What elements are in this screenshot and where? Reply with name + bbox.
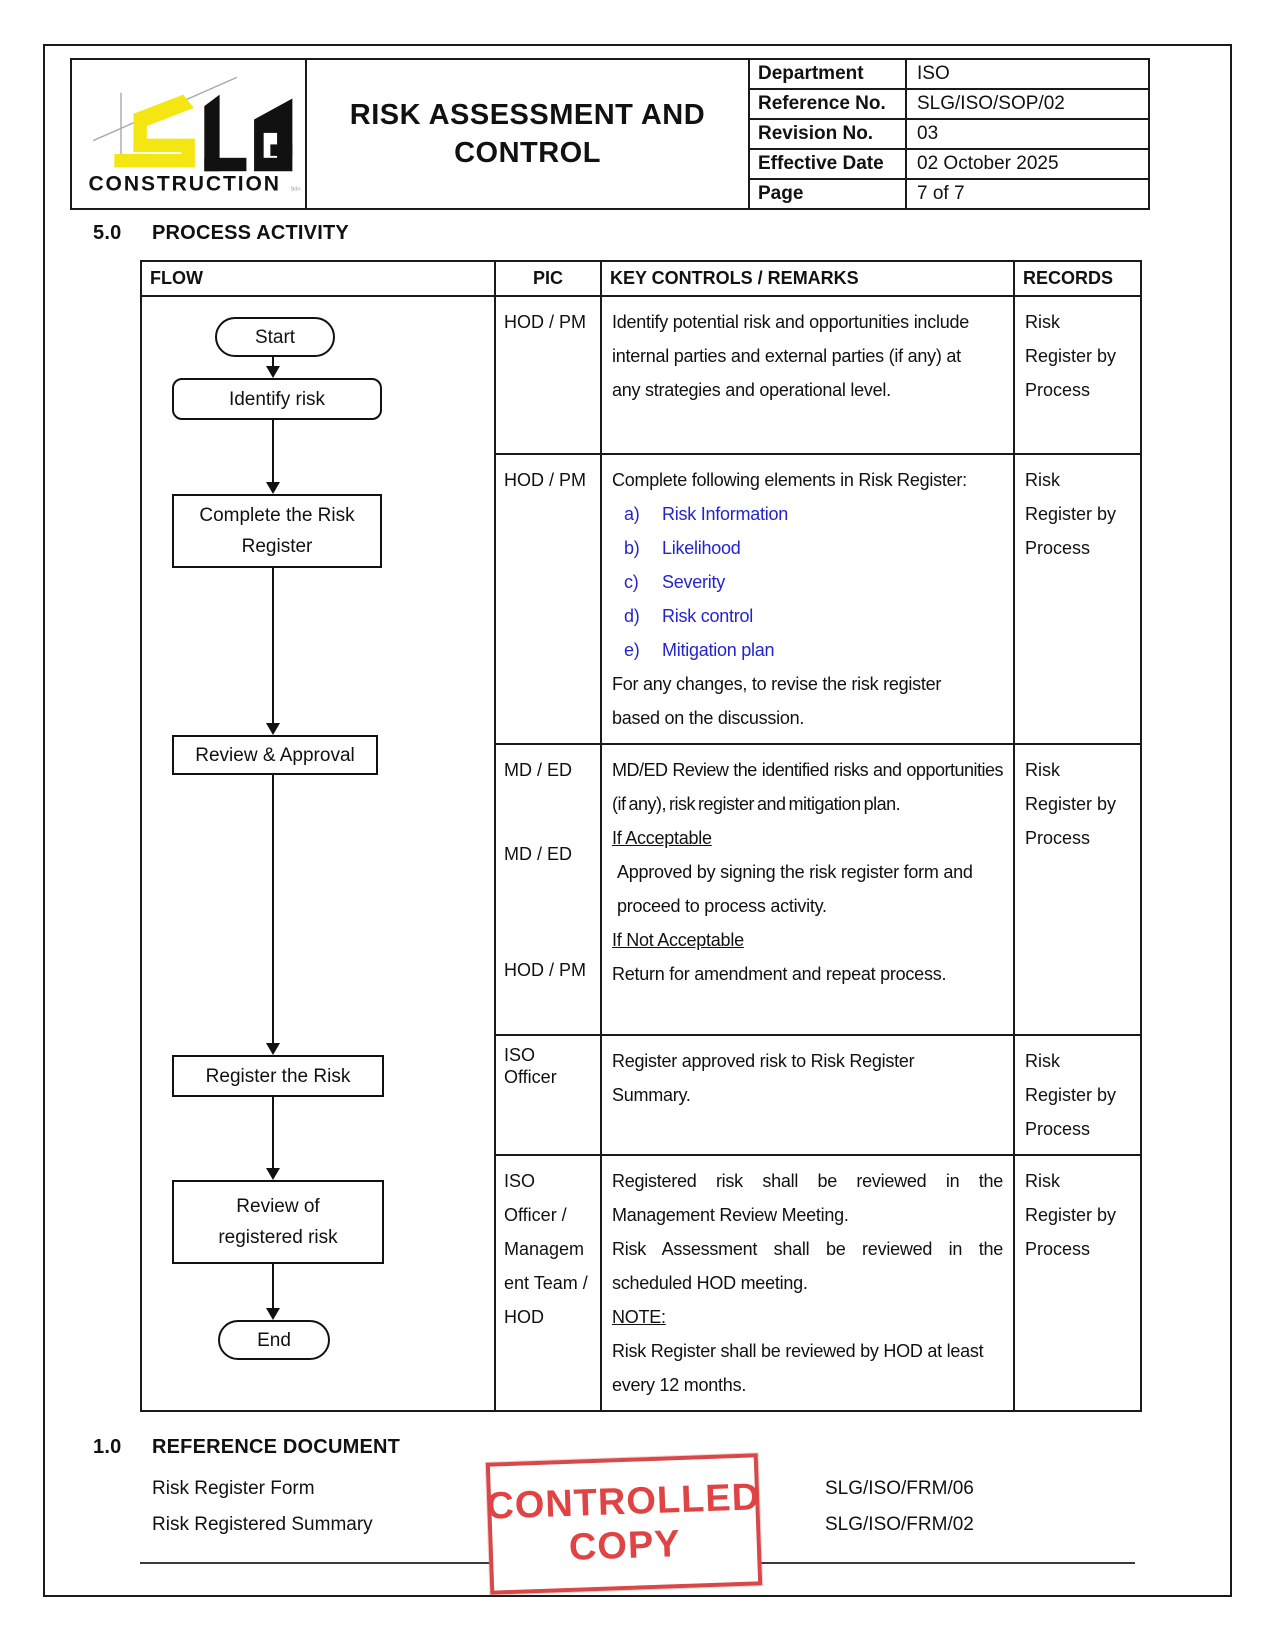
flow-step-review-approval: Review & Approval: [172, 735, 378, 775]
key-paragraph: Registered risk shall be reviewed in the…: [612, 1171, 1003, 1225]
table-header-row: FLOW PIC KEY CONTROLS / REMARKS RECORDS: [140, 260, 1142, 297]
flow-arrow: [266, 420, 280, 494]
flow-step-review-registered-risk: Review of registered risk: [172, 1180, 384, 1264]
flow-step-identify-risk: Identify risk: [172, 378, 382, 420]
column-header-pic: PIC: [494, 260, 602, 297]
flow-step-complete-risk-register: Complete the Risk Register: [172, 494, 382, 568]
key-paragraph: Return for amendment and repeat process.: [612, 964, 947, 984]
list-item: d) Risk control: [624, 599, 1003, 633]
document-title: RISK ASSESSMENT AND CONTROL: [305, 58, 750, 210]
key-paragraph: Approved by signing the risk register fo…: [617, 862, 973, 916]
header-table: CONSTRUCTION SdnBhd RISK ASSESSMENT AND …: [70, 58, 1150, 210]
flow-arrow: [266, 775, 280, 1055]
key-subheading: If Not Acceptable: [612, 930, 744, 950]
flow-end-terminator: End: [218, 1320, 330, 1360]
column-header-records: RECORDS: [1013, 260, 1142, 297]
flow-arrow: [266, 1264, 280, 1320]
flow-arrow: [266, 357, 280, 378]
list-item: c) Severity: [624, 565, 1003, 599]
flow-arrow: [266, 568, 280, 735]
list-item: e) Mitigation plan: [624, 633, 1003, 667]
pic-cell-row4: ISO Officer: [494, 1034, 602, 1156]
records-cell-row3: Risk Register by Process: [1013, 743, 1142, 1036]
reference-item-name: Risk Registered Summary: [152, 1514, 373, 1535]
slg-logo-icon: CONSTRUCTION SdnBhd: [88, 76, 311, 195]
key-controls-row1: Identify potential risk and opportunitie…: [600, 295, 1015, 455]
list-letter: b): [624, 538, 640, 558]
logo-wordmark: CONSTRUCTION: [88, 172, 279, 195]
pic-cell-row2: HOD / PM: [494, 453, 602, 745]
pic-cell-row3: MD / ED MD / ED HOD / PM: [494, 743, 602, 1036]
stamp-line-1: CONTROLLED: [485, 1476, 761, 1528]
column-header-key-controls: KEY CONTROLS / REMARKS: [600, 260, 1015, 297]
records-cell-row4: Risk Register by Process: [1013, 1034, 1142, 1156]
list-text: Mitigation plan: [662, 640, 775, 660]
info-value-effective-date: 02 October 2025: [905, 148, 1150, 180]
key-intro: Complete following elements in Risk Regi…: [612, 470, 967, 490]
records-cell-row5: Risk Register by Process: [1013, 1154, 1142, 1412]
flow-cell: Start Identify risk Complete the Risk Re…: [140, 295, 496, 1412]
info-label-revision-no: Revision No.: [748, 118, 907, 150]
key-note: For any changes, to revise the risk regi…: [612, 674, 942, 728]
list-letter: a): [624, 504, 640, 524]
reference-section-title: REFERENCE DOCUMENT: [152, 1436, 401, 1458]
reference-item-code: SLG/ISO/FRM/06: [825, 1478, 974, 1499]
list-text: Risk control: [662, 606, 754, 626]
list-text: Risk Information: [662, 504, 789, 524]
info-value-page: 7 of 7: [905, 178, 1150, 210]
pic-cell-row1: HOD / PM: [494, 295, 602, 455]
records-cell-row2: Risk Register by Process: [1013, 453, 1142, 745]
list-text: Severity: [662, 572, 726, 592]
flow-start-terminator: Start: [215, 317, 335, 357]
list-text: Likelihood: [662, 538, 741, 558]
flow-arrow: [266, 1097, 280, 1180]
column-header-flow: FLOW: [140, 260, 496, 297]
info-label-effective-date: Effective Date: [748, 148, 907, 180]
list-letter: c): [624, 572, 639, 592]
table-row: ISO Officer / Managem ent Team / HOD Reg…: [141, 1154, 1142, 1412]
section-title: PROCESS ACTIVITY: [152, 222, 349, 244]
key-paragraph: Risk Assessment shall be reviewed in the…: [612, 1239, 1003, 1293]
info-label-page: Page: [748, 178, 907, 210]
process-activity-table: FLOW PIC KEY CONTROLS / REMARKS RECORDS …: [140, 260, 1142, 1412]
logo-cell: CONSTRUCTION SdnBhd: [70, 58, 311, 210]
logo-suffix: SdnBhd: [290, 186, 301, 192]
key-paragraph: Risk Register shall be reviewed by HOD a…: [612, 1341, 984, 1395]
flow-step-register-the-risk: Register the Risk: [172, 1055, 384, 1097]
key-controls-row3: MD/ED Review the identified risks and op…: [600, 743, 1015, 1036]
key-controls-row2: Complete following elements in Risk Regi…: [600, 453, 1015, 745]
list-letter: d): [624, 606, 640, 626]
key-controls-row5: Registered risk shall be reviewed in the…: [600, 1154, 1015, 1412]
list-item: b) Likelihood: [624, 531, 1003, 565]
reference-item-name: Risk Register Form: [152, 1478, 315, 1499]
controlled-copy-stamp: CONTROLLED COPY: [485, 1453, 763, 1595]
stamp-line-2: COPY: [568, 1523, 682, 1569]
key-subheading: If Acceptable: [612, 828, 712, 848]
records-cell-row1: Risk Register by Process: [1013, 295, 1142, 455]
reference-item-code: SLG/ISO/FRM/02: [825, 1514, 974, 1535]
list-letter: e): [624, 640, 640, 660]
info-value-reference-no: SLG/ISO/SOP/02: [905, 88, 1150, 120]
flowchart: Start Identify risk Complete the Risk Re…: [142, 297, 494, 1410]
table-row: Start Identify risk Complete the Risk Re…: [140, 295, 1142, 1412]
pic-cell-row5: ISO Officer / Managem ent Team / HOD: [494, 1154, 602, 1412]
info-label-department: Department: [748, 58, 907, 90]
pic-entry: MD / ED: [504, 844, 573, 864]
info-value-department: ISO: [905, 58, 1150, 90]
key-subheading: NOTE:: [612, 1307, 666, 1327]
list-item: a) Risk Information: [624, 497, 1003, 531]
info-value-revision-no: 03: [905, 118, 1150, 150]
pic-entry: HOD / PM: [504, 960, 587, 980]
info-label-reference-no: Reference No.: [748, 88, 907, 120]
section-number: 5.0: [93, 222, 122, 244]
table-row: MD / ED MD / ED HOD / PM MD/ED Review th…: [141, 743, 1142, 1036]
key-controls-row4: Register approved risk to Risk Register …: [600, 1034, 1015, 1156]
table-row: ISO Officer Register approved risk to Ri…: [141, 1034, 1142, 1156]
key-paragraph: MD/ED Review the identified risks and op…: [612, 760, 1004, 814]
pic-entry: MD / ED: [504, 760, 573, 780]
table-row: HOD / PM Complete following elements in …: [141, 453, 1142, 745]
reference-section-number: 1.0: [93, 1436, 122, 1458]
page-border: [43, 44, 1232, 1597]
